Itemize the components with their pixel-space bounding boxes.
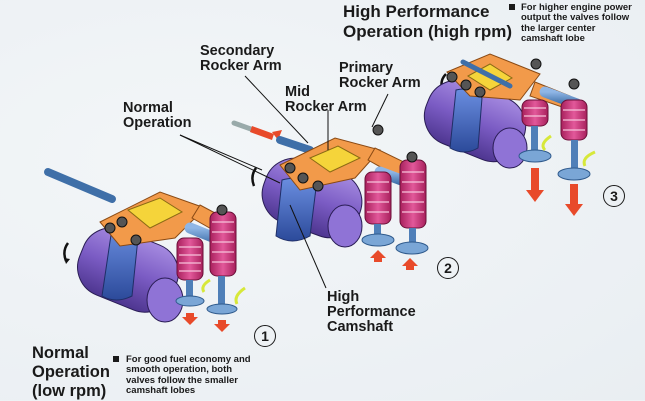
rotation-arrowhead [64, 258, 70, 264]
note-line: valves follow the smaller [126, 374, 238, 386]
note-line: camshaft lobes [126, 384, 196, 396]
assembly-high-performance-camshaft [231, 120, 429, 270]
rocker-shaft [44, 168, 116, 203]
label-line: Normal [123, 100, 173, 116]
leader-lines [179, 75, 389, 289]
rotation-arrow [251, 167, 258, 187]
label-line: Camshaft [327, 319, 394, 336]
note-line: output the valves follow [521, 12, 630, 24]
step-number-1: 1 [254, 325, 276, 347]
label-line: High [327, 289, 360, 305]
assembly-normal-operation [44, 168, 246, 332]
title-line: Operation (high rpm) [343, 21, 513, 41]
camshaft [423, 79, 528, 169]
note-line: smooth operation, both [126, 364, 233, 376]
label-line: Primary [339, 60, 394, 76]
assembly-high-performance-operation [423, 53, 596, 216]
title-line: Normal [32, 344, 89, 362]
note-line: For higher engine power [521, 2, 632, 13]
label-line: Rocker Arm [285, 99, 367, 116]
valve-down-arrow-icon [565, 184, 583, 216]
camshaft-lobe [449, 88, 483, 153]
sync-piston-icon [250, 126, 274, 140]
valve-down-arrow-icon [526, 168, 544, 202]
step-number-2: 2 [437, 257, 459, 279]
valve-right [395, 151, 429, 255]
low-rpm-note: For good fuel economy and smooth operati… [113, 354, 251, 396]
normal-operation-low-rpm-title: Normal Operation (low rpm) [32, 344, 110, 401]
title-line: (low rpm) [32, 381, 107, 400]
label-line: Rocker Arm [339, 75, 421, 92]
bullet-icon [509, 4, 515, 10]
note-line: For good fuel economy and [126, 354, 251, 365]
primary-rocker-arm-label: Primary Rocker Arm [339, 60, 421, 92]
mid-rocker-arm-label: Mid Rocker Arm [285, 84, 367, 116]
high-performance-camshaft-label: High Performance Camshaft [327, 289, 416, 336]
airflow-icon [541, 134, 552, 152]
rocker-arms [446, 53, 583, 110]
label-line: Rocker Arm [200, 58, 282, 75]
airflow-icon [201, 278, 211, 293]
secondary-rocker-arm-label: Secondary Rocker Arm [200, 43, 282, 75]
airflow-icon [234, 286, 246, 305]
label-line: Secondary [200, 43, 275, 59]
note-line: the larger center [521, 22, 596, 34]
sync-piston-arrowhead [272, 130, 282, 140]
camshaft [77, 226, 184, 323]
high-rpm-note: For higher engine power output the valve… [509, 2, 632, 44]
label-line: Mid [285, 84, 310, 100]
valve-left [175, 237, 205, 307]
note-line: camshaft lobe [521, 32, 585, 44]
title-line: Operation [32, 362, 110, 381]
normal-operation-pointer-label: Normal Operation [123, 100, 192, 132]
bullet-icon [113, 356, 119, 362]
valve-up-arrow-icon [370, 250, 386, 262]
high-performance-operation-title: High Performance Operation (high rpm) [343, 2, 512, 41]
label-line: Operation [123, 115, 192, 132]
title-line: High Performance [343, 2, 490, 21]
valve-down-arrow-icon [182, 313, 198, 325]
airflow-icon [582, 150, 596, 167]
valve-left [518, 99, 552, 163]
step-number-3: 3 [603, 185, 625, 207]
valve-right [557, 78, 591, 181]
valve-left [361, 171, 395, 247]
label-line: Performance [327, 304, 416, 321]
valve-down-arrow-icon [214, 320, 230, 332]
valve-up-arrow-icon [402, 258, 418, 270]
valve-right [206, 204, 238, 315]
